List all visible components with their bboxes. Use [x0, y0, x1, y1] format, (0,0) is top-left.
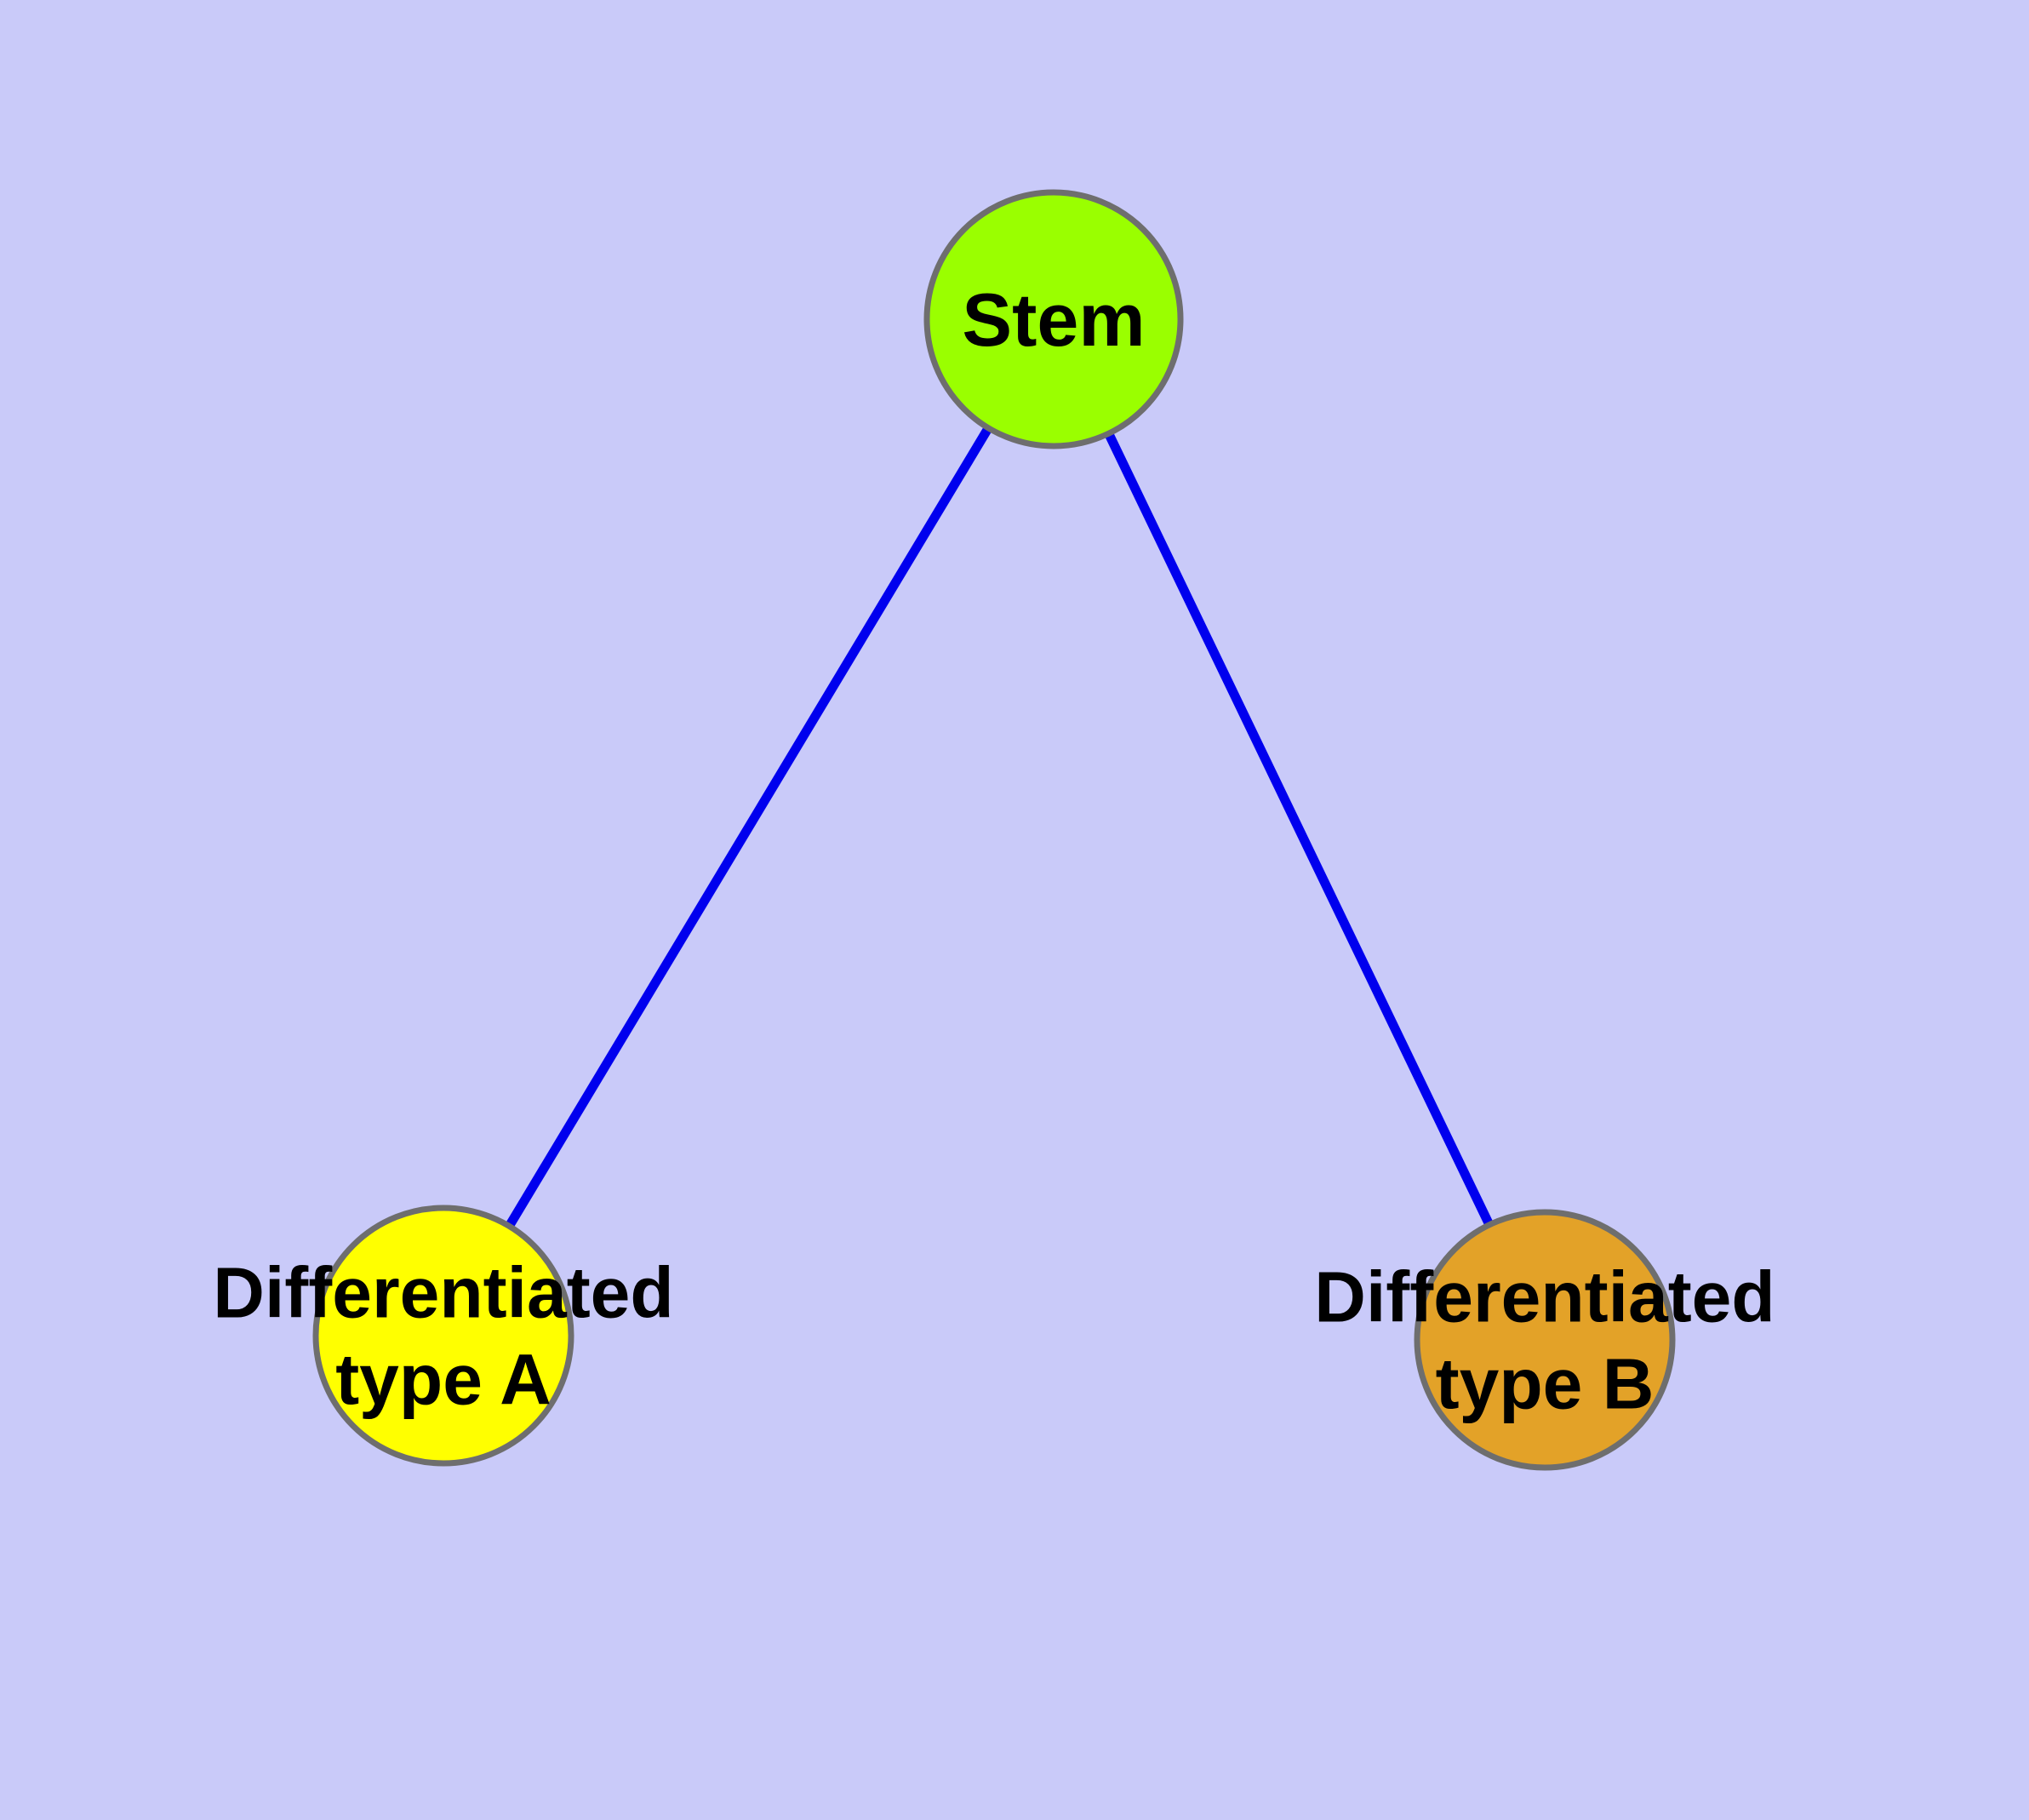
graph-node-label-line: type A [335, 1339, 552, 1419]
edges-layer [506, 426, 1494, 1228]
graph-node-diff_b[interactable] [1414, 1209, 1676, 1471]
graph-edge-stem-to-b [1105, 432, 1494, 1226]
graph-node-diff_a[interactable] [312, 1205, 574, 1467]
graph-node-label-line: Differentiated [213, 1252, 673, 1332]
nodes-layer [312, 189, 1676, 1471]
graph-edge-stem-to-a [506, 426, 992, 1228]
graph-node-label-stem: Stem [962, 278, 1145, 362]
graph-node-stem[interactable] [923, 189, 1184, 449]
graph-node-label-line: type B [1436, 1343, 1655, 1423]
graph-node-label-line: Differentiated [1314, 1256, 1775, 1336]
graph-node-label-line: Stem [962, 278, 1145, 362]
